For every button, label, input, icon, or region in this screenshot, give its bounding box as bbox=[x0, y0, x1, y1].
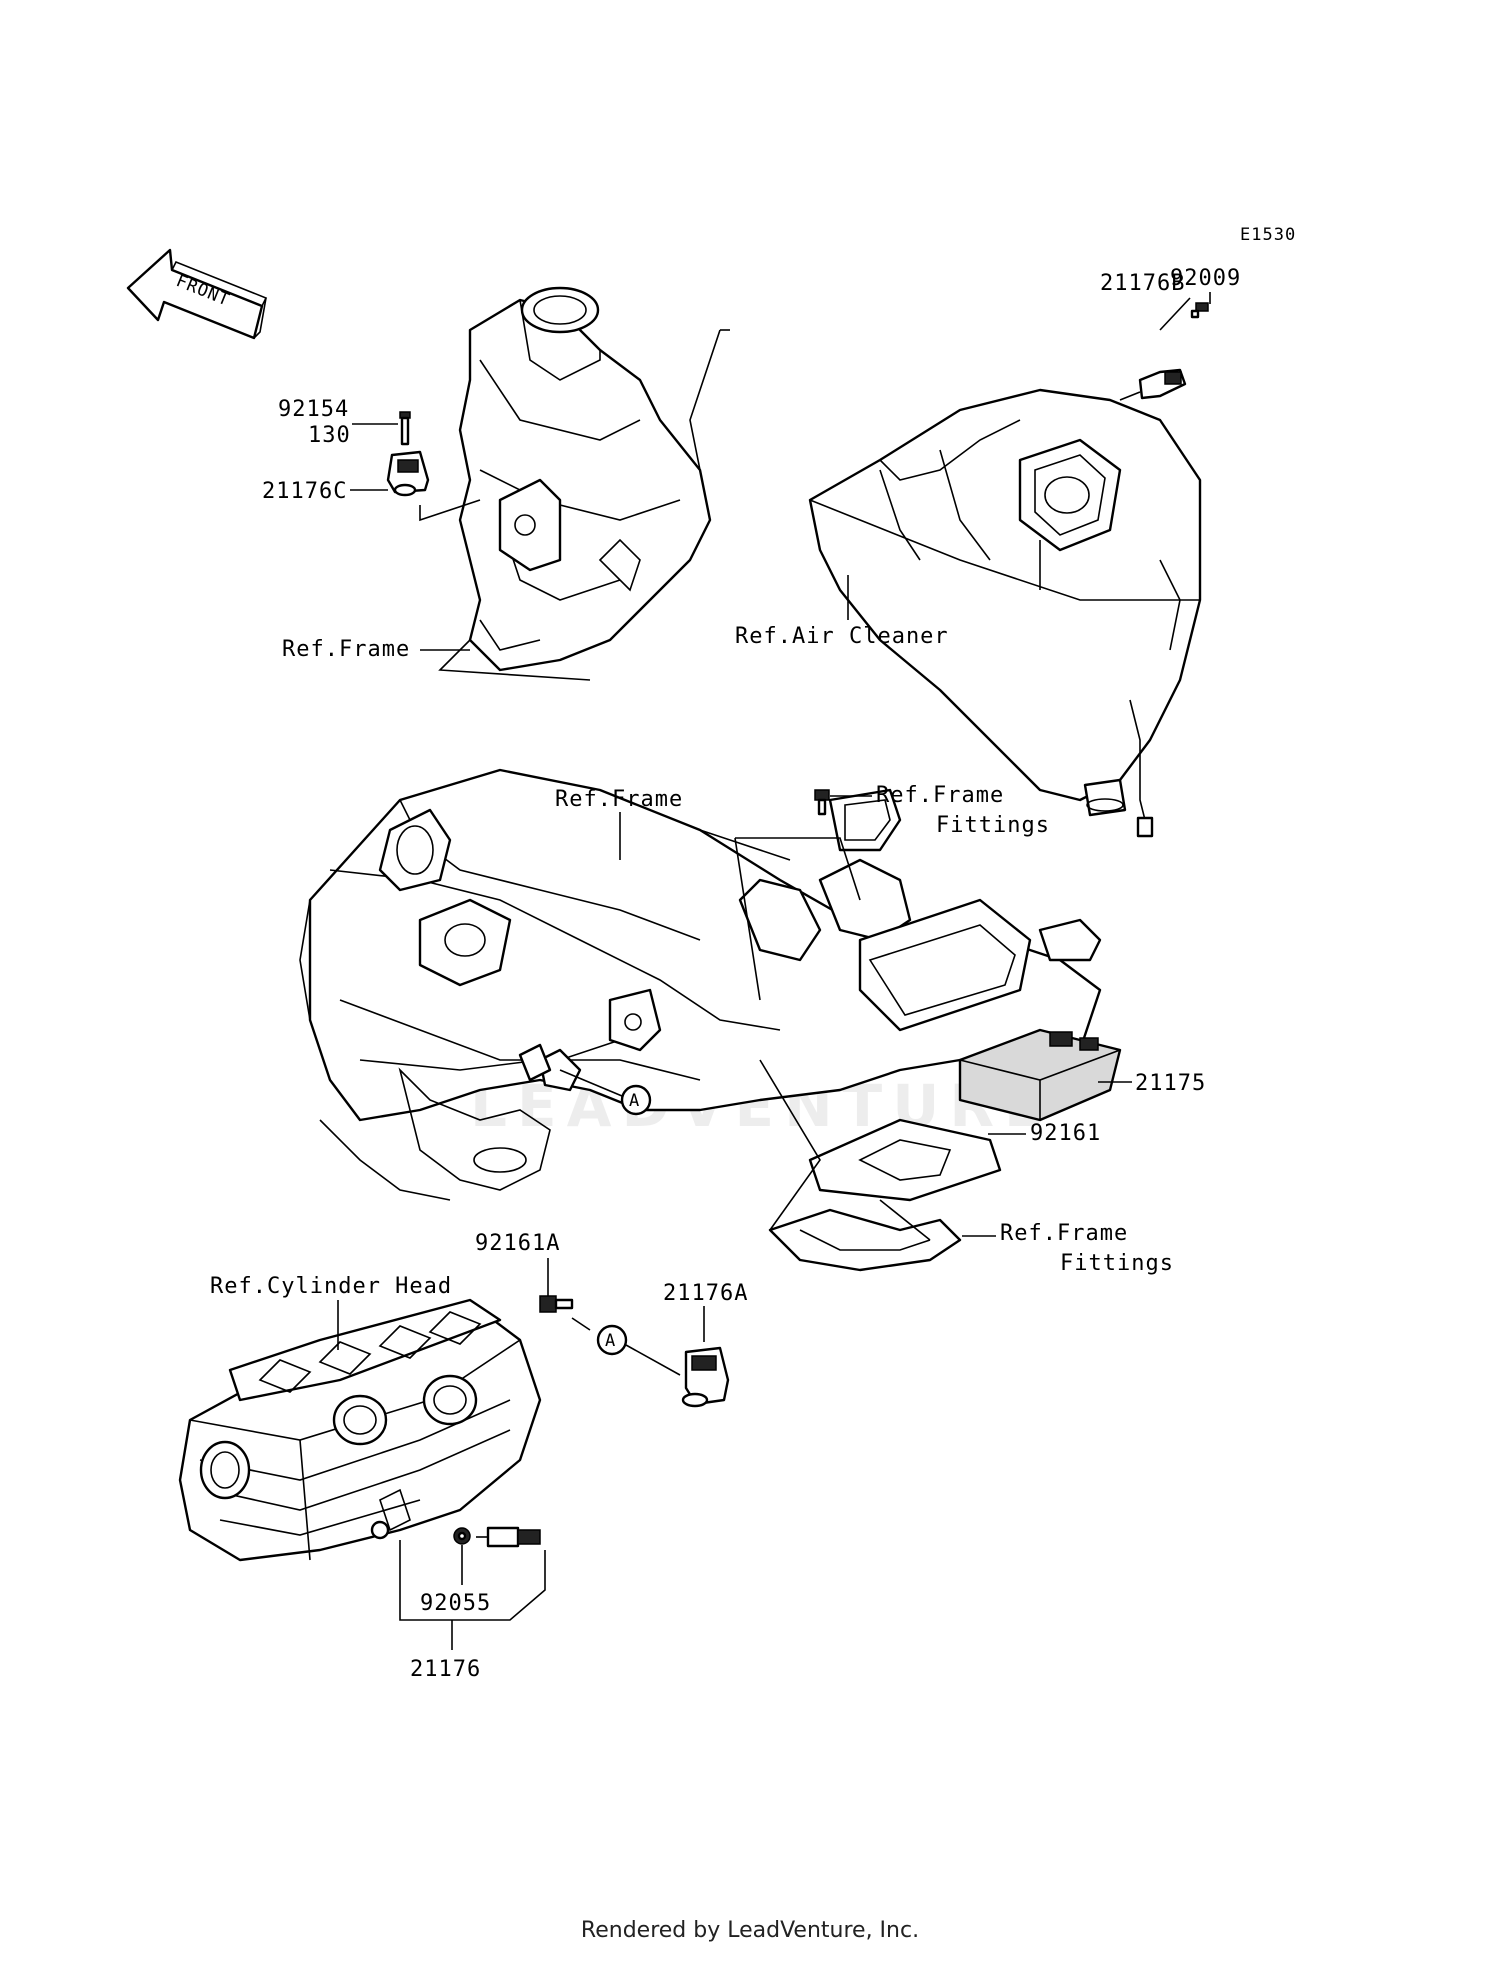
bolt-92161A[interactable] bbox=[539, 1295, 574, 1313]
part-label-21176A: 21176A bbox=[663, 1281, 748, 1306]
part-label-92009: 92009 bbox=[1170, 266, 1241, 291]
air-cleaner-assembly bbox=[808, 388, 1202, 838]
ref-frame-fittings-1-line2: Fittings bbox=[936, 813, 1050, 838]
washer-92055[interactable] bbox=[453, 1527, 471, 1545]
svg-text:A: A bbox=[605, 1331, 616, 1351]
part-label-92161A: 92161A bbox=[475, 1231, 560, 1256]
ref-cylinder-head-label: Ref.Cylinder Head bbox=[210, 1274, 452, 1299]
frame-fittings-bracket bbox=[768, 1208, 962, 1272]
bolt-92154[interactable] bbox=[399, 411, 411, 446]
ref-frame-fittings-1-line1: Ref.Frame bbox=[876, 783, 1004, 808]
frame-section-upper bbox=[438, 286, 730, 681]
part-label-92161: 92161 bbox=[1030, 1121, 1101, 1146]
sensor-21176B[interactable] bbox=[1119, 368, 1187, 401]
part-label-21176: 21176 bbox=[410, 1657, 481, 1682]
svg-text:A: A bbox=[629, 1091, 640, 1111]
screw-92009[interactable] bbox=[1190, 302, 1209, 319]
diagram-code: E1530 bbox=[1240, 225, 1296, 245]
part-label-92055: 92055 bbox=[420, 1591, 491, 1616]
footer-credit: Rendered by LeadVenture, Inc. bbox=[580, 1918, 920, 1943]
holder-92161[interactable] bbox=[808, 1118, 1002, 1202]
marker-a-lower: A bbox=[596, 1324, 628, 1356]
part-label-21176B: 21176B bbox=[1100, 271, 1185, 296]
sensor-21176A[interactable] bbox=[681, 1346, 730, 1408]
part-label-92154: 92154 bbox=[278, 397, 349, 422]
sensor-21176C[interactable] bbox=[386, 450, 430, 497]
ref-frame-top-label: Ref.Frame bbox=[282, 637, 410, 662]
part-label-21175: 21175 bbox=[1135, 1071, 1206, 1096]
part-label-21176C: 21176C bbox=[262, 479, 347, 504]
ref-frame-fittings-2-line1: Ref.Frame bbox=[1000, 1221, 1128, 1246]
sensor-21176[interactable] bbox=[476, 1526, 541, 1548]
ref-frame-mid-label: Ref.Frame bbox=[555, 787, 683, 812]
marker-a-frame: A bbox=[620, 1084, 652, 1116]
main-frame bbox=[299, 768, 1102, 1201]
ref-frame-fittings-2-line2: Fittings bbox=[1060, 1251, 1174, 1276]
ecu-21175[interactable] bbox=[958, 1028, 1122, 1122]
ref-air-cleaner-label: Ref.Air Cleaner bbox=[735, 624, 949, 649]
part-label-130: 130 bbox=[308, 423, 351, 448]
front-arrow-icon: FRONT bbox=[126, 248, 268, 340]
bolt-frame-fittings[interactable] bbox=[814, 789, 830, 816]
cylinder-head bbox=[178, 1298, 542, 1562]
